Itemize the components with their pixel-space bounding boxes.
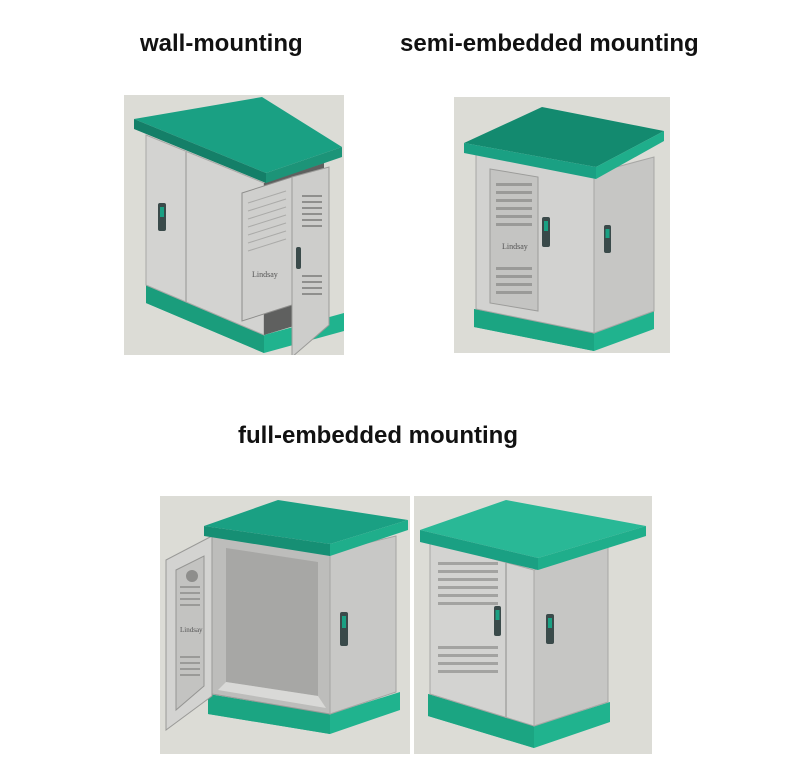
full-embedded-cabinet-closed-image: [414, 496, 652, 754]
semi-embedded-cabinet-image: Lindsay: [454, 97, 670, 353]
caption-full-embedded-mounting: full-embedded mounting: [238, 422, 518, 449]
caption-semi-embedded-mounting: semi-embedded mounting: [400, 30, 699, 57]
full-embedded-cabinet-open-image: Lindsay: [160, 496, 410, 754]
wall-mounted-cabinet-image: Lindsay: [124, 95, 344, 355]
brand-label-2: Lindsay: [502, 242, 528, 251]
caption-wall-mounting: wall-mounting: [140, 30, 303, 57]
brand-label-3: Lindsay: [180, 626, 203, 634]
brand-label-1: Lindsay: [252, 270, 278, 279]
